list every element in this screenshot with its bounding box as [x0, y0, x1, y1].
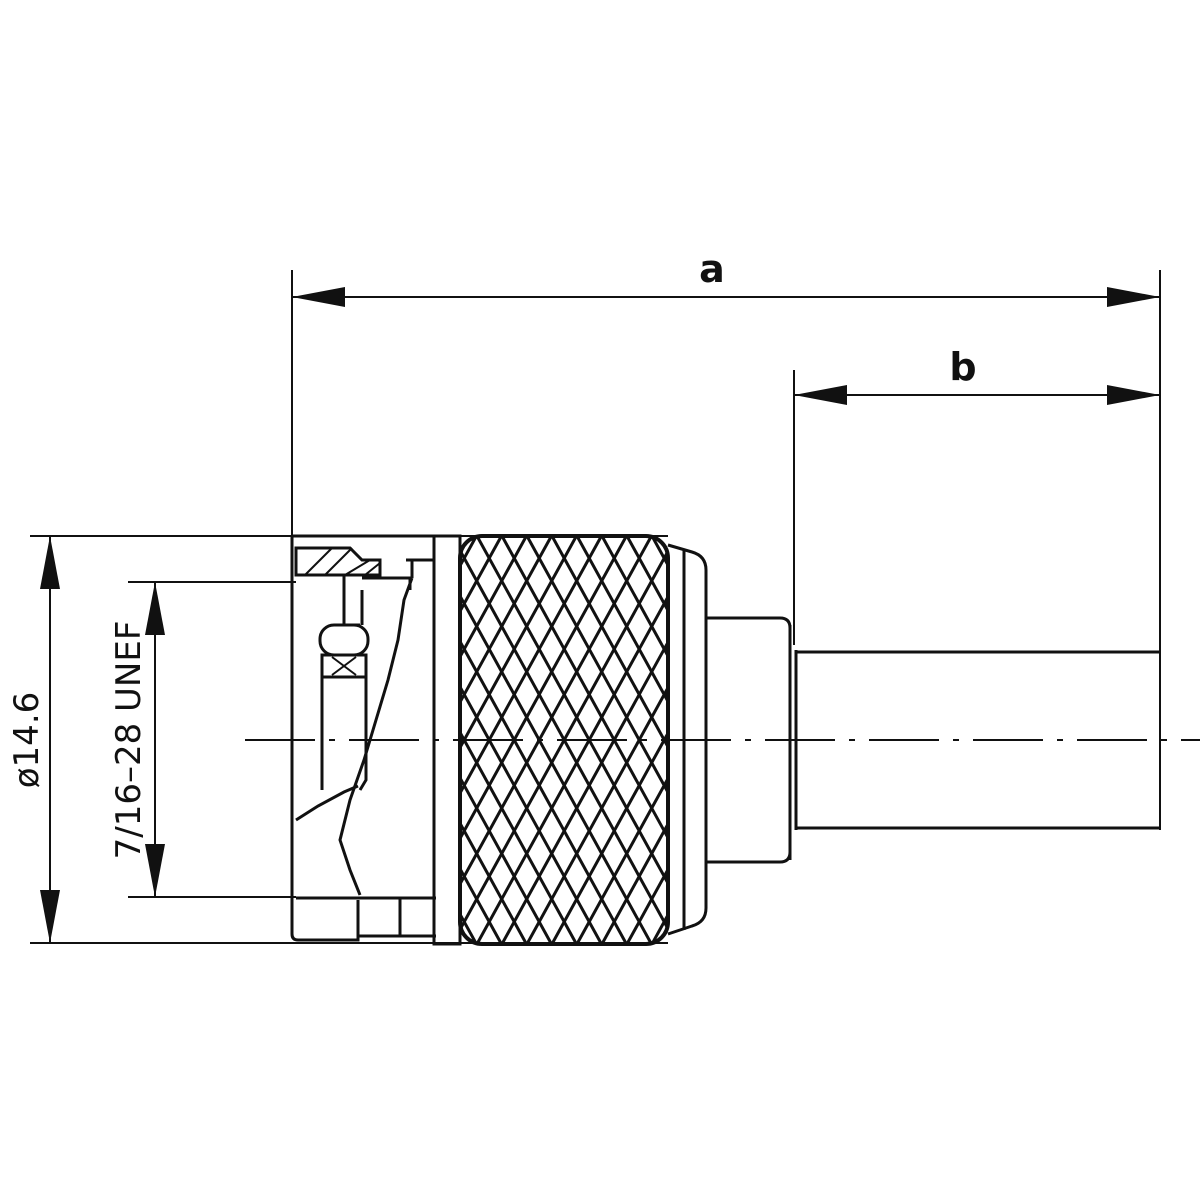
- knurl-line: [625, 536, 668, 944]
- dimension-a-label: a: [699, 247, 725, 291]
- arrow-a-left: [292, 287, 345, 307]
- arrow-b-left: [794, 385, 847, 405]
- knurl-line: [600, 536, 668, 944]
- arrow-a-right: [1107, 287, 1160, 307]
- arrow-thread-top: [145, 582, 165, 635]
- thread-label: 7/16–28 UNEF: [109, 621, 149, 860]
- dimension-thread: 7/16–28 UNEF: [109, 581, 296, 898]
- knurl-line: [575, 536, 668, 944]
- knurl-line: [127, 536, 351, 944]
- arrow-b-right: [1107, 385, 1160, 405]
- knurl-line: [52, 536, 276, 944]
- arrow-diameter-top: [40, 536, 60, 589]
- dimension-b-label: b: [949, 345, 976, 389]
- knurl-line: [600, 536, 668, 944]
- arrow-diameter-bottom: [40, 890, 60, 943]
- dimension-a: a: [291, 247, 1161, 830]
- front-section: [290, 534, 436, 942]
- knurl-line: [625, 536, 668, 944]
- knurl-line: [575, 536, 668, 944]
- knurl-line: [127, 536, 351, 944]
- knurl-line: [525, 536, 668, 944]
- arrow-thread-bottom: [145, 844, 165, 897]
- diameter-label: ø14.6: [7, 692, 47, 789]
- dimension-b: b: [793, 345, 1160, 645]
- knurl-line: [52, 536, 276, 944]
